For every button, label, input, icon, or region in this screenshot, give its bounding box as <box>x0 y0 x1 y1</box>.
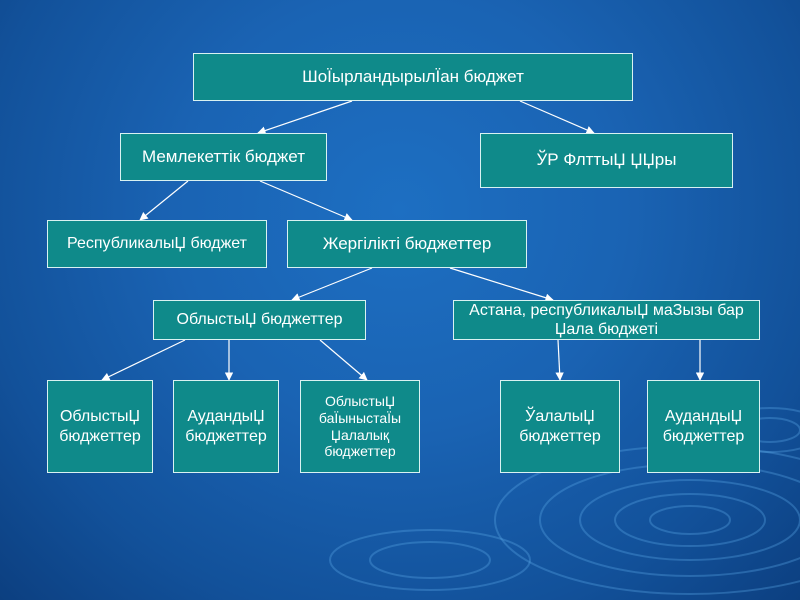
connector-local-astana <box>449 267 554 302</box>
connector-regional-reg-budgets <box>101 339 186 381</box>
regional-budgets-leaf-label: ОблыстыЏ бюджеттер <box>59 408 141 445</box>
regional-budgets-label: ОблыстыЏ бюджеттер <box>176 311 343 329</box>
connector-astana-city <box>555 339 564 381</box>
local-budgets-label: Жергілікті бюджеттер <box>322 233 492 253</box>
connector-state-republic <box>139 180 189 221</box>
regional-budgets-box: ОблыстыЏ бюджеттер <box>153 300 366 340</box>
astana-budget-box: Астана, республикалыЏ маЗызы бар Џала бю… <box>453 300 760 340</box>
state-budget-box: Мемлекеттік бюджет <box>120 133 327 181</box>
astana-district-budgets-box: АудандыЏ бюджеттер <box>647 380 760 473</box>
regional-subordinate-cities-label: ОблыстыЏ баЇыныстаЇы Џалалық бюджеттер <box>318 392 402 460</box>
district-budgets-leaf-label: АудандыЏ бюджеттер <box>185 408 267 445</box>
regional-subordinate-cities-box: ОблыстыЏ баЇыныстаЇы Џалалық бюджеттер <box>300 380 420 473</box>
national-fund-label: ЎР ФлттыЏ ЏЏры <box>536 150 677 170</box>
connector-state-local <box>259 180 353 221</box>
national-fund-box: ЎР ФлттыЏ ЏЏры <box>480 133 733 188</box>
connector-root-fund <box>519 100 595 134</box>
city-budgets-leaf-box: ЎалалыЏ бюджеттер <box>500 380 620 473</box>
state-budget-label: Мемлекеттік бюджет <box>142 146 305 166</box>
republican-budget-label: РеспубликалыЏ бюджет <box>66 235 247 253</box>
astana-district-budgets-label: АудандыЏ бюджеттер <box>662 408 745 445</box>
district-budgets-leaf-box: АудандыЏ бюджеттер <box>173 380 279 473</box>
republican-budget-box: РеспубликалыЏ бюджет <box>47 220 267 268</box>
connector-regional-subcities <box>319 339 368 381</box>
connector-root-state <box>257 100 353 135</box>
root-budget-label: ШоЇырландырылЇан бюджет <box>302 66 524 86</box>
local-budgets-box: Жергілікті бюджеттер <box>287 220 527 268</box>
root-budget-box: ШоЇырландырылЇан бюджет <box>193 53 633 101</box>
city-budgets-leaf-label: ЎалалыЏ бюджеттер <box>519 408 601 445</box>
connector-local-regional <box>291 267 373 302</box>
regional-budgets-leaf-box: ОблыстыЏ бюджеттер <box>47 380 153 473</box>
astana-budget-label: Астана, республикалыЏ маЗызы бар Џала бю… <box>469 301 744 338</box>
